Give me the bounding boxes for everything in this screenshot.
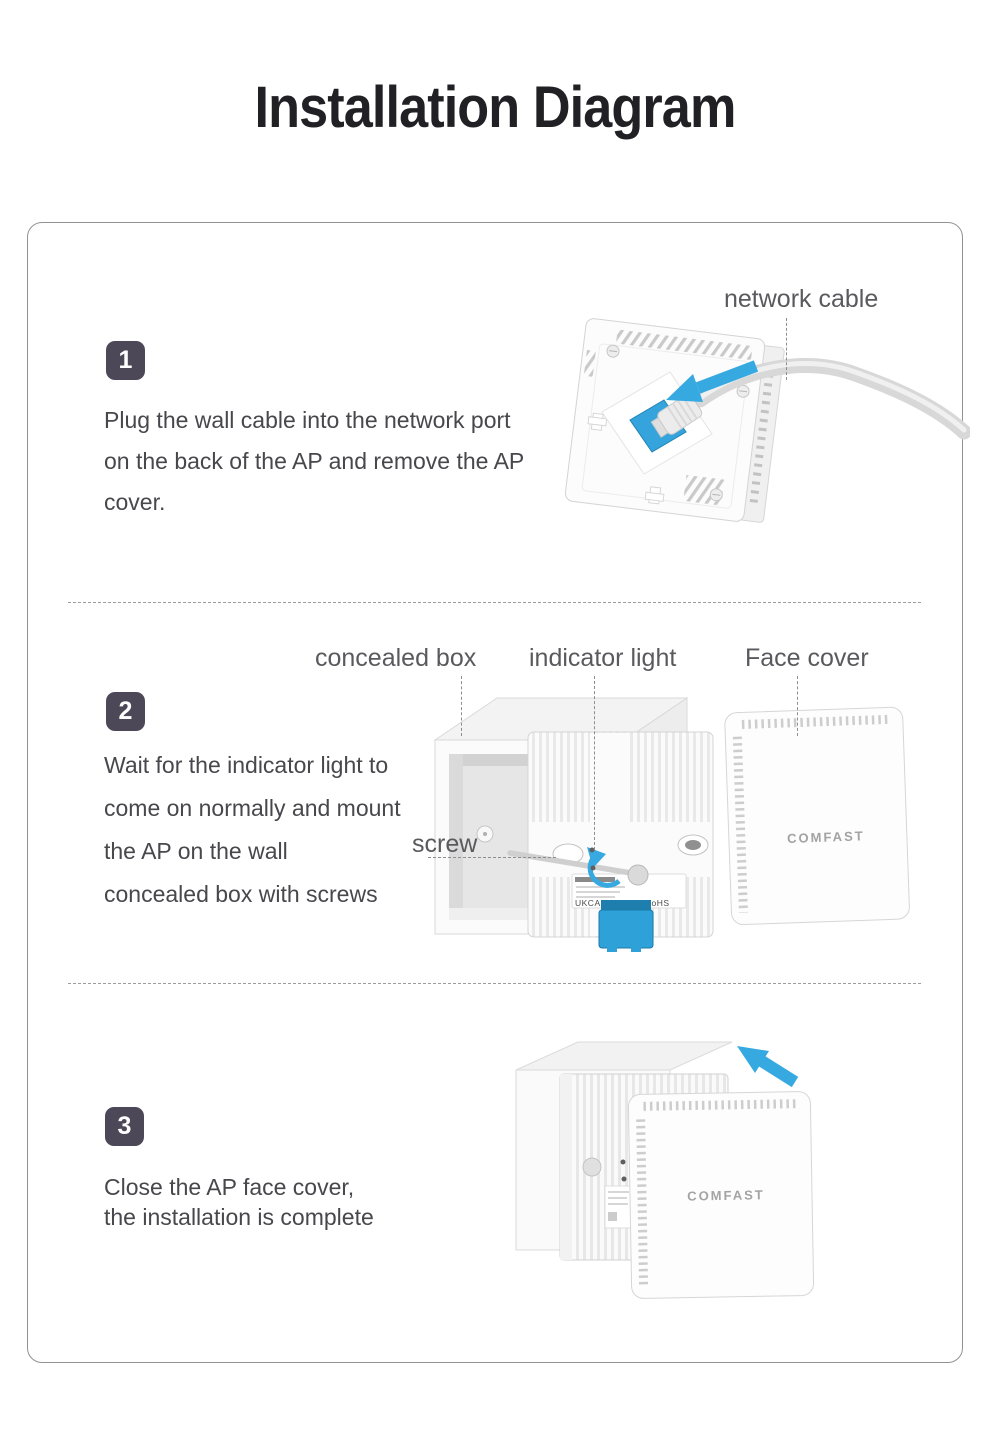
brand-logo-text: COMFAST (787, 828, 865, 846)
screw-head (582, 1157, 602, 1177)
cover-side-vents (636, 1119, 649, 1286)
step-2-instruction: Wait for the indicator light to come on … (104, 744, 514, 916)
step-3-number-badge: 3 (105, 1107, 144, 1146)
indicator-dot-2 (621, 1176, 627, 1182)
page-title: Installation Diagram (254, 75, 737, 140)
step-2-number-badge: 2 (106, 692, 145, 731)
brand-logo-text: COMFAST (687, 1187, 765, 1203)
mounting-clip (587, 412, 665, 505)
concealed-box-label: concealed box (315, 644, 477, 672)
mounting-illustration: UKCA FC CE ♻ RoHS COMFAST (433, 697, 910, 952)
step-2-line-1: Wait for the indicator light to (104, 752, 389, 778)
device-label (604, 1185, 633, 1229)
step-2-line-2: come on normally and mount (104, 795, 401, 821)
step-1-line-1: Plug the wall cable into the network por… (104, 407, 511, 433)
face-cover-leader (797, 676, 798, 736)
face-cover: COMFAST (724, 706, 910, 926)
step-3-instruction: Close the AP face cover, the installatio… (104, 1172, 524, 1232)
face-cover-label: Face cover (745, 644, 869, 672)
indicator-light-label: indicator light (529, 644, 677, 672)
indicator-light-leader (594, 676, 595, 850)
step-3-line-2: the installation is complete (104, 1204, 374, 1230)
screw-icon (606, 344, 750, 502)
section-divider-2 (68, 983, 921, 984)
step-1-line-2: on the back of the AP and remove the AP (104, 448, 525, 474)
ap-body: UKCA FC CE ♻ RoHS (507, 731, 714, 952)
diagram-panel (27, 222, 963, 1363)
vent-hatch-left (583, 349, 596, 377)
face-cover-closing: COMFAST (627, 1091, 815, 1299)
screw-leader (428, 857, 556, 858)
step-3-line-1: Close the AP face cover, (104, 1174, 355, 1200)
step-1-instruction: Plug the wall cable into the network por… (104, 400, 584, 523)
vent-hatch-top (615, 329, 753, 361)
insert-arrow-icon (666, 360, 759, 402)
closing-illustration: COMFAST (515, 1041, 815, 1299)
indicator-dot-2 (590, 865, 596, 871)
screw-label: screw (412, 830, 478, 858)
ap-back-illustration (564, 318, 970, 523)
step-1-line-3: cover. (104, 489, 166, 515)
close-arrow-icon (737, 1046, 799, 1088)
section-divider-1 (68, 602, 921, 603)
step-2-line-4: concealed box with screws (104, 881, 378, 907)
step-2-line-3: the AP on the wall (104, 838, 288, 864)
network-cable-leader (786, 318, 787, 380)
indicator-dot-1 (620, 1159, 626, 1165)
step-1-number-badge: 1 (106, 341, 145, 380)
indicator-dot-1 (589, 847, 595, 853)
ethernet-port (598, 900, 654, 952)
screw-head (627, 864, 649, 886)
mounting-screw (507, 850, 640, 877)
concealed-box-leader (461, 676, 462, 736)
network-cable-label: network cable (724, 285, 879, 313)
